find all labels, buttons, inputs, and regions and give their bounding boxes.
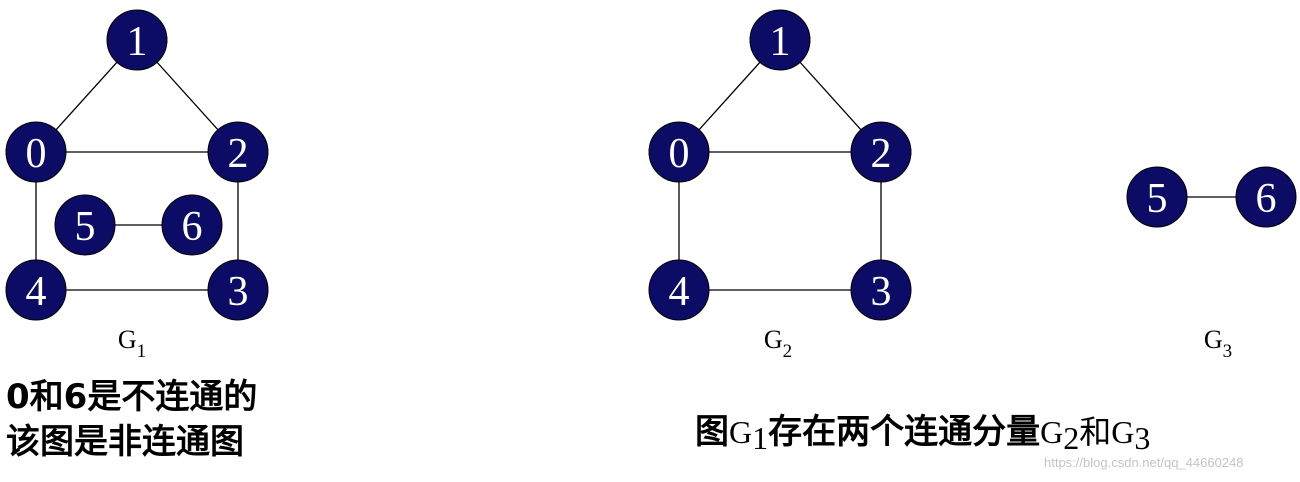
graph-g1: 0 1 2 3 45 6G1 [5, 9, 269, 362]
node-label-5: 5 [1147, 176, 1168, 222]
node-label-1: 1 [127, 19, 148, 65]
node-1 [749, 9, 811, 71]
note-g3-sub: 3 [1134, 420, 1151, 456]
node-0 [648, 121, 710, 183]
node-label-3: 3 [228, 269, 249, 315]
node-label-6: 6 [182, 204, 203, 250]
node-label-3: 3 [871, 269, 892, 315]
watermark: https://blog.csdn.net/qq_44660248 [1044, 455, 1244, 470]
note-disconnected: 0和6是不连通的 该图是非连通图 [6, 380, 257, 470]
node-4 [648, 259, 710, 321]
node-label-2: 2 [871, 131, 892, 177]
node-label-0: 0 [669, 131, 690, 177]
graph-g3: 5 6G3 [1126, 166, 1297, 362]
note-line-2: 该图是非连通图 [6, 422, 244, 462]
note-text-1: 图 [695, 412, 729, 452]
note-line-1: 0和6是不连通的 [6, 377, 258, 417]
node-label-0: 0 [26, 131, 47, 177]
note-g1-letter: G [729, 414, 753, 450]
node-1 [106, 9, 168, 71]
note-g1-sub: 1 [752, 420, 769, 456]
node-label-4: 4 [669, 269, 690, 315]
node-6 [1235, 166, 1297, 228]
node-label-1: 1 [770, 19, 791, 65]
note-g2-sub: 2 [1063, 420, 1080, 456]
note-text-3: 和 [1079, 414, 1112, 450]
node-label-5: 5 [75, 204, 96, 250]
graph-caption-g3: G3 [1204, 325, 1232, 362]
graph-g2: 0 1 2 3 4G2 [648, 9, 912, 362]
node-6 [161, 194, 223, 256]
node-2 [850, 121, 912, 183]
node-0 [5, 121, 67, 183]
node-4 [5, 259, 67, 321]
node-label-2: 2 [228, 131, 249, 177]
node-5 [54, 194, 116, 256]
node-5 [1126, 166, 1188, 228]
graph-caption-g2: G2 [764, 325, 792, 362]
node-2 [207, 121, 269, 183]
node-3 [850, 259, 912, 321]
node-3 [207, 259, 269, 321]
node-label-4: 4 [26, 269, 47, 315]
note-g2-letter: G [1040, 414, 1064, 450]
note-g3-letter: G [1111, 414, 1135, 450]
note-text-2: 存在两个连通分量 [768, 412, 1041, 452]
note-components: 图G1存在两个连通分量G2和G3 [695, 415, 1150, 454]
node-label-6: 6 [1256, 176, 1277, 222]
graph-caption-g1: G1 [118, 325, 146, 362]
